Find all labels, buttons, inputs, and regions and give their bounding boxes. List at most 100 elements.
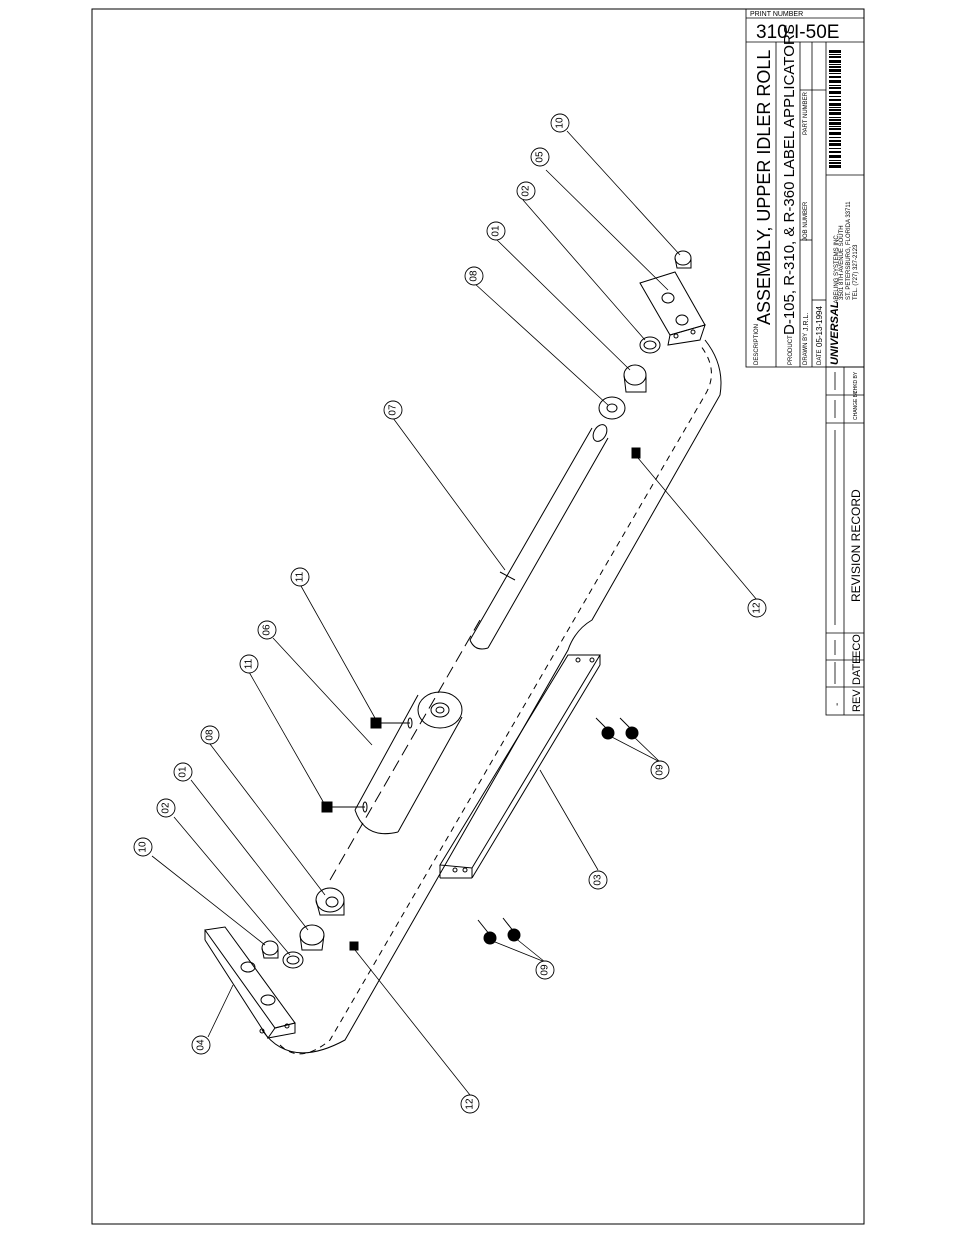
barcode-bar bbox=[829, 128, 841, 130]
balloon-label: 02 bbox=[521, 185, 532, 197]
part-03-bar bbox=[439, 654, 601, 879]
print-number: 310-I-50E bbox=[756, 22, 839, 43]
description-text: ASSEMBLY, UPPER IDLER ROLL bbox=[754, 50, 774, 325]
address-line2: ST. PETERSBURG, FLORIDA 33711 bbox=[846, 201, 852, 300]
address-line3: TEL. (727) 327-2123 bbox=[853, 244, 859, 300]
revision-record-title: REVISION RECORD bbox=[849, 489, 863, 602]
barcode-bar bbox=[829, 148, 841, 149]
balloon-label: 12 bbox=[465, 1098, 476, 1110]
eco-col-header: ECO bbox=[851, 634, 863, 658]
part-04-bracket bbox=[204, 926, 296, 1039]
balloon-label: 10 bbox=[555, 117, 566, 129]
balloon-label: 01 bbox=[491, 225, 502, 237]
title-block bbox=[745, 8, 865, 368]
balloon-07: 07 bbox=[383, 400, 403, 420]
barcode-bar bbox=[829, 85, 841, 86]
left-bearings bbox=[261, 887, 345, 969]
date-value: 05-13-1994 bbox=[815, 306, 824, 347]
barcode-bar bbox=[829, 60, 841, 63]
part-number-label: PART NUMBER bbox=[803, 91, 809, 135]
address-line1: 3501 8TH AVENUE SOUTH bbox=[839, 225, 845, 300]
barcode-bar bbox=[829, 155, 841, 158]
balloon-label: 09 bbox=[655, 764, 666, 776]
company-name: LABELING SYSTEMS INC. bbox=[834, 233, 840, 307]
balloon-label: 11 bbox=[244, 658, 255, 669]
balloon-label: 06 bbox=[262, 624, 273, 636]
barcode-bar bbox=[829, 109, 841, 111]
barcode-bar bbox=[829, 103, 841, 106]
barcode-bar bbox=[829, 162, 841, 164]
barcode-bar bbox=[829, 126, 841, 127]
barcode-bar bbox=[829, 112, 841, 115]
balloon-label: 08 bbox=[469, 270, 480, 282]
barcode-bar bbox=[829, 54, 841, 55]
job-number-label: JOB NUMBER bbox=[803, 201, 809, 241]
part-07-roll-tube bbox=[469, 424, 609, 650]
balloon-04: 04 bbox=[191, 1035, 211, 1055]
barcode-bar bbox=[829, 50, 841, 53]
balloon-12: 12 bbox=[747, 598, 767, 618]
balloon-label: 07 bbox=[388, 404, 399, 416]
print-number-label: PRINT NUMBER bbox=[750, 11, 803, 18]
balloon-label: 05 bbox=[535, 151, 546, 163]
part-05-bracket bbox=[639, 271, 706, 346]
balloon-label: 08 bbox=[205, 729, 216, 741]
barcode-bar bbox=[829, 160, 841, 161]
barcode-bar bbox=[829, 76, 841, 78]
assembly-drawing bbox=[151, 130, 758, 1096]
balloon-11: 11 bbox=[239, 654, 259, 674]
product-text: D-105, R-310, & R-360 LABEL APPLICATORS bbox=[781, 24, 798, 335]
balloon-09: 09 bbox=[650, 760, 670, 780]
barcode-bar bbox=[829, 132, 841, 135]
barcode-bar bbox=[829, 107, 841, 108]
leader-lines bbox=[151, 130, 758, 1096]
barcode-bar bbox=[829, 137, 841, 138]
date-col-header: DATE bbox=[851, 656, 863, 685]
barcode-bar bbox=[829, 99, 841, 101]
product-label: PRODUCT bbox=[788, 335, 794, 365]
barcode bbox=[829, 50, 841, 168]
balloon-label: 03 bbox=[593, 874, 604, 886]
balloon-08: 08 bbox=[200, 725, 220, 745]
balloon-06: 06 bbox=[257, 620, 277, 640]
barcode-bar bbox=[829, 64, 841, 65]
barcode-bar bbox=[829, 140, 841, 142]
balloon-10: 10 bbox=[550, 113, 570, 133]
balloon-01: 01 bbox=[173, 762, 193, 782]
right-bearings bbox=[598, 250, 692, 420]
balloon-label: 10 bbox=[138, 841, 149, 853]
change-by-col-header: CHANGE BY bbox=[853, 390, 859, 420]
drawn-by-label: DRAWN BY bbox=[803, 333, 809, 365]
balloon-11: 11 bbox=[290, 567, 310, 587]
barcode-bar bbox=[829, 165, 841, 168]
balloon-label: 11 bbox=[295, 571, 306, 582]
set-screws bbox=[321, 447, 641, 951]
barcode-bar bbox=[829, 143, 841, 146]
description-label: DESCRIPTION bbox=[754, 324, 760, 365]
rev-entry: - bbox=[832, 703, 843, 706]
barcode-bar bbox=[829, 73, 841, 74]
barcode-bar bbox=[829, 66, 841, 68]
balloon-10: 10 bbox=[133, 837, 153, 857]
company-logo: UNIVERSAL bbox=[829, 301, 841, 365]
balloon-05: 05 bbox=[530, 147, 550, 167]
balloon-02: 02 bbox=[156, 798, 176, 818]
assembly-centerline bbox=[279, 344, 712, 1055]
revision-block bbox=[825, 366, 865, 716]
chkd-by-col-header: CHKD BY bbox=[853, 371, 859, 394]
rev-col-header: REV bbox=[851, 689, 863, 712]
balloon-label: 01 bbox=[178, 766, 189, 778]
barcode-bar bbox=[829, 56, 841, 58]
balloon-label: 02 bbox=[161, 802, 172, 814]
barcode-bar bbox=[829, 117, 841, 118]
barcode-bar bbox=[829, 91, 841, 94]
balloon-03: 03 bbox=[588, 870, 608, 890]
part-06-roll-cylinder bbox=[354, 691, 463, 835]
barcode-bar bbox=[829, 87, 841, 89]
balloon-label: 12 bbox=[752, 602, 763, 614]
balloon-label: 09 bbox=[540, 964, 551, 976]
balloon-layer: 01 01 02 02 03 04 05 06 07 08 08 09 09 10 10 11 11 12 12 bbox=[133, 113, 767, 1114]
roll-axis-centerline bbox=[329, 619, 481, 881]
cap-screws bbox=[477, 717, 639, 945]
barcode-bar bbox=[829, 69, 841, 72]
